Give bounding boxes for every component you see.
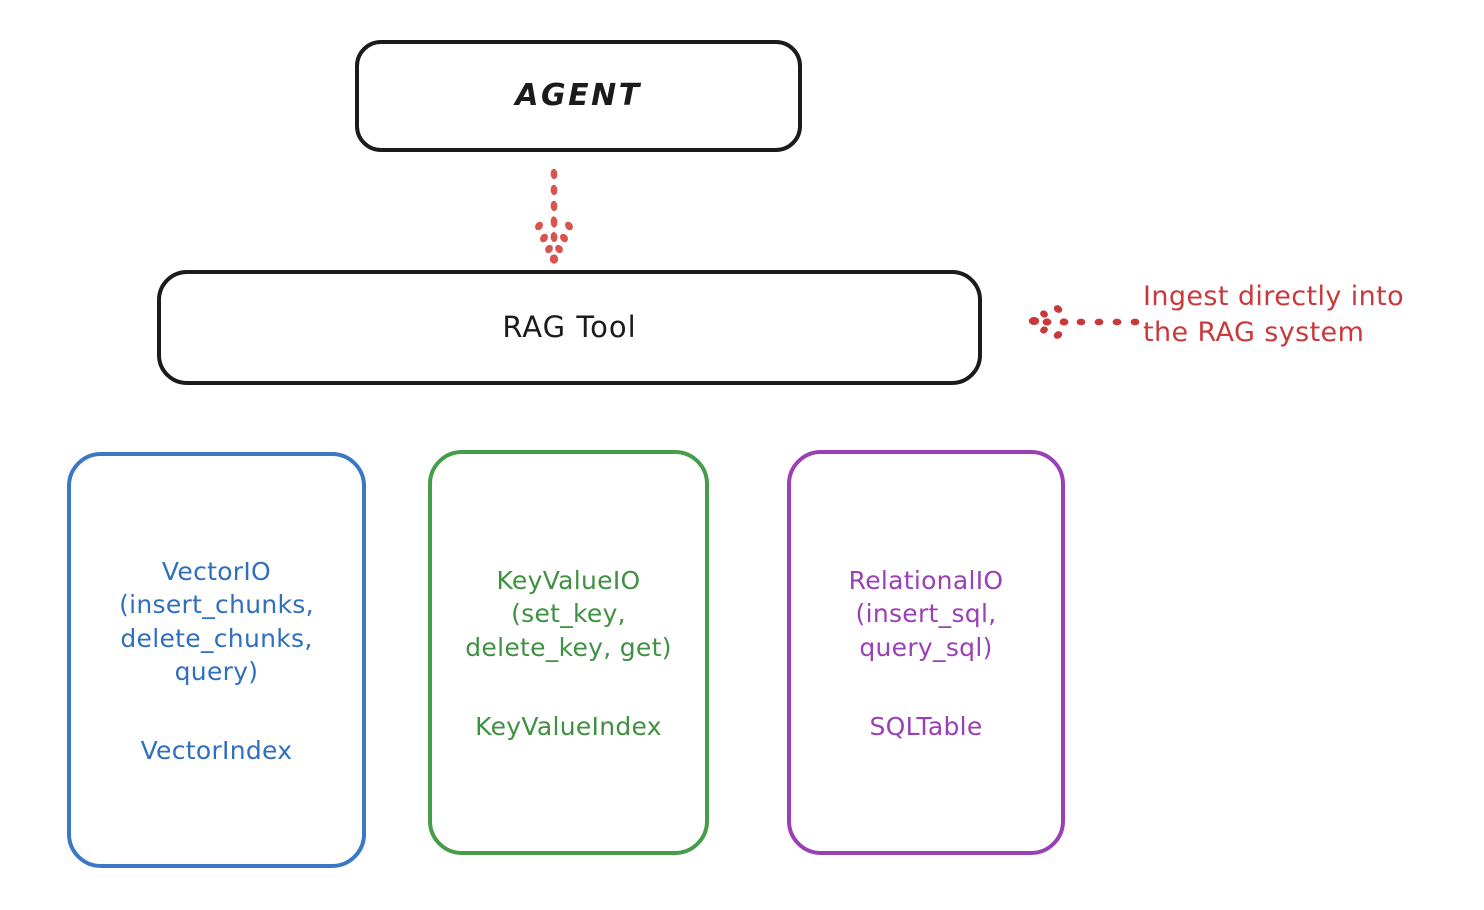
key-value-io-node[interactable]: KeyValueIO (set_key, delete_key, get) Ke… [428,450,709,855]
vector-index-label: VectorIndex [140,736,293,765]
relational-io-api-label: RelationalIO (insert_sql, query_sql) [848,566,1004,662]
sql-table-label: SQLTable [869,711,983,741]
relational-io-node[interactable]: RelationalIO (insert_sql, query_sql) SQL… [787,450,1065,855]
agent-node[interactable]: AGENT [355,40,802,152]
ingest-to-rag-tool-arrow-icon [1028,305,1140,339]
agent-node-label: AGENT [515,77,642,113]
agent-to-rag-tool-arrow-icon [535,168,573,264]
key-value-index-label: KeyValueIndex [475,711,662,741]
rag-tool-node-label: RAG Tool [502,309,637,344]
rag-tool-node[interactable]: RAG Tool [157,270,982,385]
key-value-io-api-label: KeyValueIO (set_key, delete_key, get) [465,566,672,662]
vector-io-api-label: VectorIO (insert_chunks, delete_chunks, … [119,557,314,686]
ingest-annotation-text: Ingest directly into the RAG system [1143,281,1405,348]
vector-io-node[interactable]: VectorIO (insert_chunks, delete_chunks, … [67,452,366,868]
